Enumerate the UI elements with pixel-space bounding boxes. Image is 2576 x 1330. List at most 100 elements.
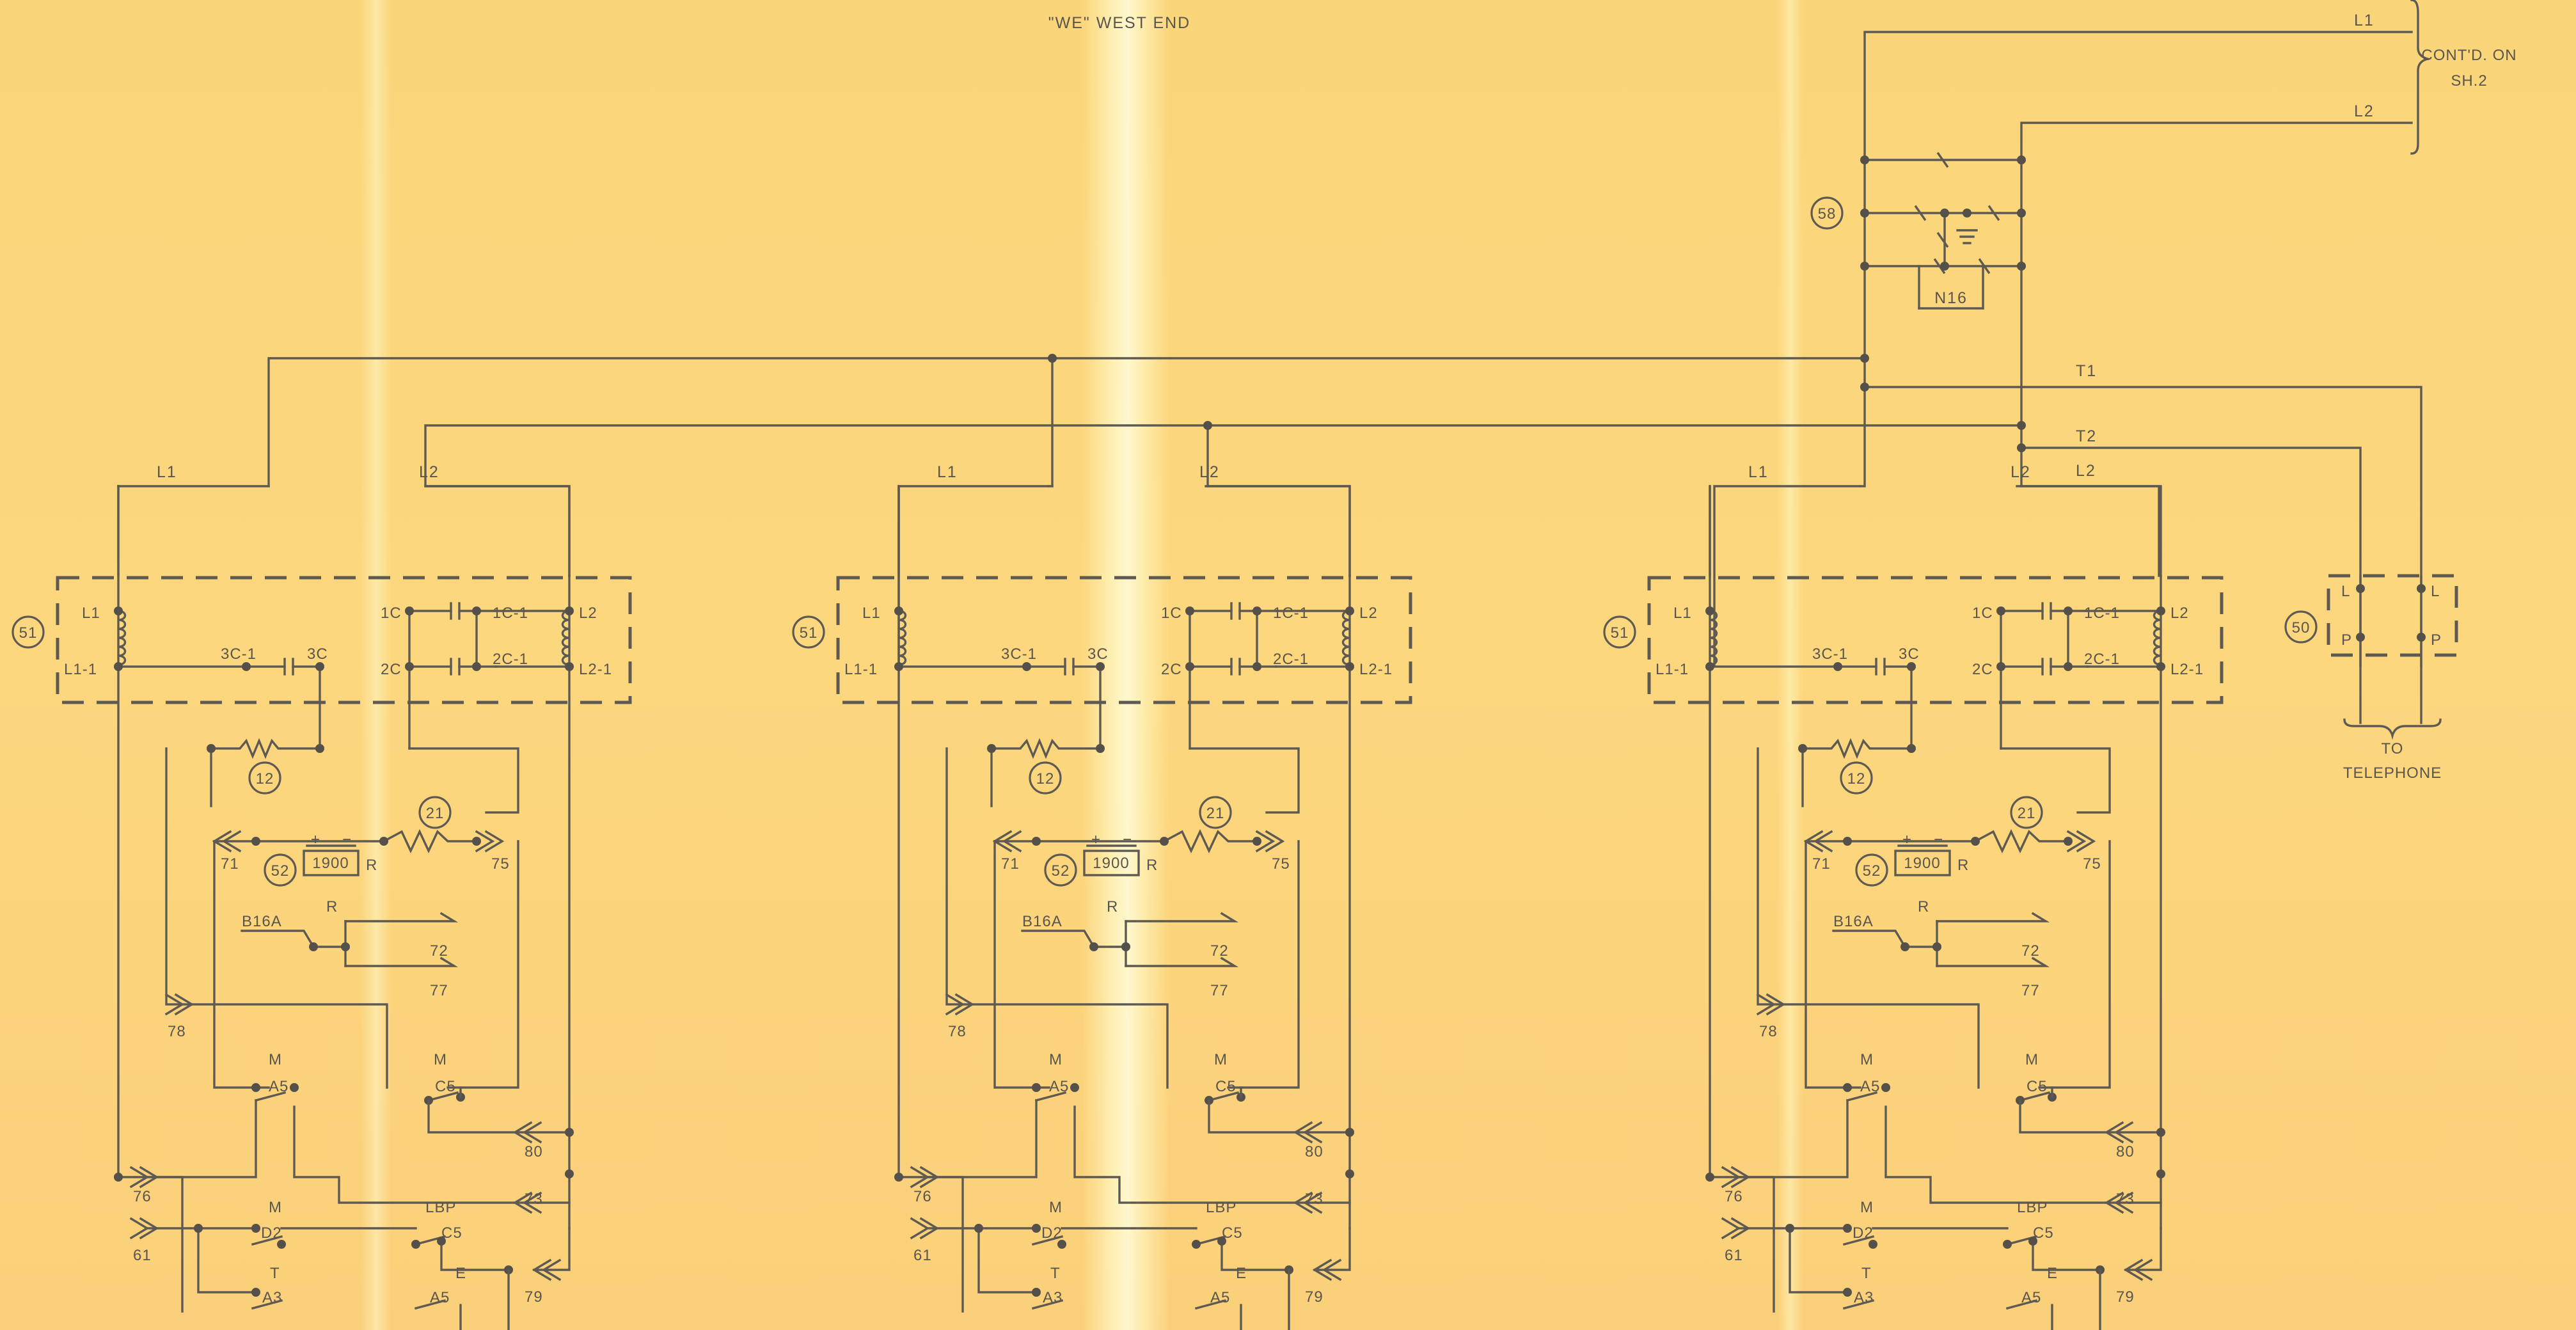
- term-l1: L1: [82, 605, 100, 622]
- continuation-lines: L1 L2 CONT'D. ON SH.2: [1863, 0, 2517, 161]
- contact-m-2: M: [1214, 1051, 1228, 1068]
- jack-76-icon: [129, 1166, 159, 1189]
- jack-80-icon: [512, 1121, 542, 1144]
- coil-left: [897, 610, 907, 666]
- contact-lbp: LBP: [425, 1199, 456, 1216]
- contact-m-1: M: [1860, 1051, 1874, 1068]
- jack-73-icon: [2104, 1191, 2134, 1214]
- transformer-ref: 51: [1611, 624, 1629, 642]
- cont-line-l2: L2: [2354, 102, 2375, 120]
- term-l1-1: L1-1: [844, 661, 878, 678]
- meter-value: 1900: [1093, 855, 1129, 872]
- relay-ref: 21: [1206, 805, 1225, 822]
- conn-77: 77: [1210, 982, 1229, 999]
- term-l1: L1: [1673, 605, 1692, 622]
- conn-75: 75: [2083, 855, 2101, 873]
- resistor-12: [1801, 738, 1913, 807]
- continuation-brace: [2410, 0, 2432, 155]
- ref-circle-52: [264, 853, 297, 887]
- conn-72: 72: [2021, 942, 2040, 960]
- conn-77: 77: [2021, 982, 2040, 999]
- unit-line-l2: L2: [1199, 463, 1220, 481]
- contact-c5: C5: [1215, 1078, 1237, 1095]
- ref-circle-50: [2284, 610, 2318, 644]
- meter-plus: +: [311, 831, 320, 848]
- coil-right: [1341, 610, 1351, 666]
- panel-58: 58 N16: [1810, 152, 2026, 487]
- conn-78: 78: [948, 1023, 967, 1040]
- ref-circle-21: [2010, 796, 2043, 829]
- conn-79: 79: [1305, 1288, 1324, 1306]
- term-2c-1: 2C-1: [2084, 651, 2120, 668]
- conn-71: 71: [221, 855, 239, 873]
- term-2c: 2C: [1161, 661, 1182, 678]
- ref-circle-51: [1603, 615, 1636, 649]
- term-l2: L2: [579, 605, 597, 622]
- bus-lines: T1 T2 L2: [117, 354, 2422, 667]
- term-l2-1: L2-1: [1359, 661, 1393, 678]
- conn-76: 76: [133, 1188, 152, 1205]
- conn-61: 61: [133, 1247, 152, 1264]
- relay-21-coil: [1035, 828, 1258, 854]
- coil-left: [1709, 610, 1718, 666]
- jack-label-line2: TELEPHONE: [2343, 764, 2442, 782]
- jack-term-p-left: P: [2341, 631, 2352, 649]
- contact-m-3: M: [269, 1199, 282, 1216]
- conn-71: 71: [1812, 855, 1831, 873]
- contact-m-1: M: [269, 1051, 282, 1068]
- coil-left: [117, 610, 127, 666]
- contact-e: E: [2047, 1265, 2058, 1282]
- conn-80: 80: [2116, 1143, 2135, 1160]
- ref-circle-21: [1199, 796, 1232, 829]
- meter-terminal: R: [1146, 857, 1158, 874]
- ref-circle-21: [418, 796, 452, 829]
- diagram-title: "WE" WEST END: [1048, 14, 1190, 32]
- jack-75-icon: [1255, 830, 1285, 853]
- jack-term-p-right: P: [2431, 631, 2442, 649]
- cont-note-line1: CONT'D. ON: [2421, 47, 2517, 64]
- panel-component: N16: [1934, 289, 1968, 307]
- term-3c: 3C: [307, 645, 328, 663]
- jack-80-icon: [2104, 1121, 2134, 1144]
- jack-term-l-right: L: [2431, 583, 2440, 600]
- coil-right: [561, 610, 571, 666]
- ref-circle-58: [1810, 196, 1844, 230]
- term-l1-1: L1-1: [1655, 661, 1689, 678]
- bus-label-t1: T1: [2076, 362, 2097, 380]
- term-2c: 2C: [1972, 661, 1993, 678]
- jack-label-line1: TO: [2382, 740, 2404, 757]
- contact-m-3: M: [1860, 1199, 1874, 1216]
- jack-73-icon: [512, 1191, 542, 1214]
- jack-76-icon: [910, 1166, 940, 1189]
- cont-note-line2: SH.2: [2451, 72, 2487, 90]
- jack-76-icon: [1721, 1166, 1751, 1189]
- ref-circle-51: [792, 615, 825, 649]
- conn-76: 76: [1725, 1188, 1743, 1205]
- transformer-ref: 51: [800, 624, 818, 642]
- conn-79: 79: [525, 1288, 543, 1306]
- jack-75-icon: [2066, 830, 2096, 853]
- transformer-51: [836, 576, 1412, 704]
- term-2c: 2C: [381, 661, 402, 678]
- conn-75: 75: [1272, 855, 1290, 873]
- relay-21-coil: [1846, 828, 2069, 854]
- conn-72: 72: [1210, 942, 1229, 960]
- contact-t: T: [270, 1265, 280, 1282]
- meter-plus: +: [1902, 831, 1912, 848]
- unit-line-l2: L2: [2011, 463, 2031, 481]
- contact-t: T: [1861, 1265, 1872, 1282]
- contact-c5: C5: [435, 1078, 456, 1095]
- term-1c-1: 1C-1: [493, 605, 528, 622]
- term-l2-1: L2-1: [579, 661, 612, 678]
- transformer-51: [56, 576, 632, 704]
- meter-ref: 52: [1052, 862, 1070, 880]
- meter-minus: −: [1934, 831, 1943, 848]
- meter-minus: −: [342, 831, 352, 848]
- meter-ref: 52: [271, 862, 290, 880]
- term-l2: L2: [1359, 605, 1378, 622]
- relay-label: B16A: [1022, 913, 1063, 930]
- resistor-ref: 12: [1847, 770, 1866, 788]
- meter-minus: −: [1123, 831, 1132, 848]
- panel-ref: 58: [1818, 205, 1837, 223]
- bus-label-t2: T2: [2076, 427, 2097, 445]
